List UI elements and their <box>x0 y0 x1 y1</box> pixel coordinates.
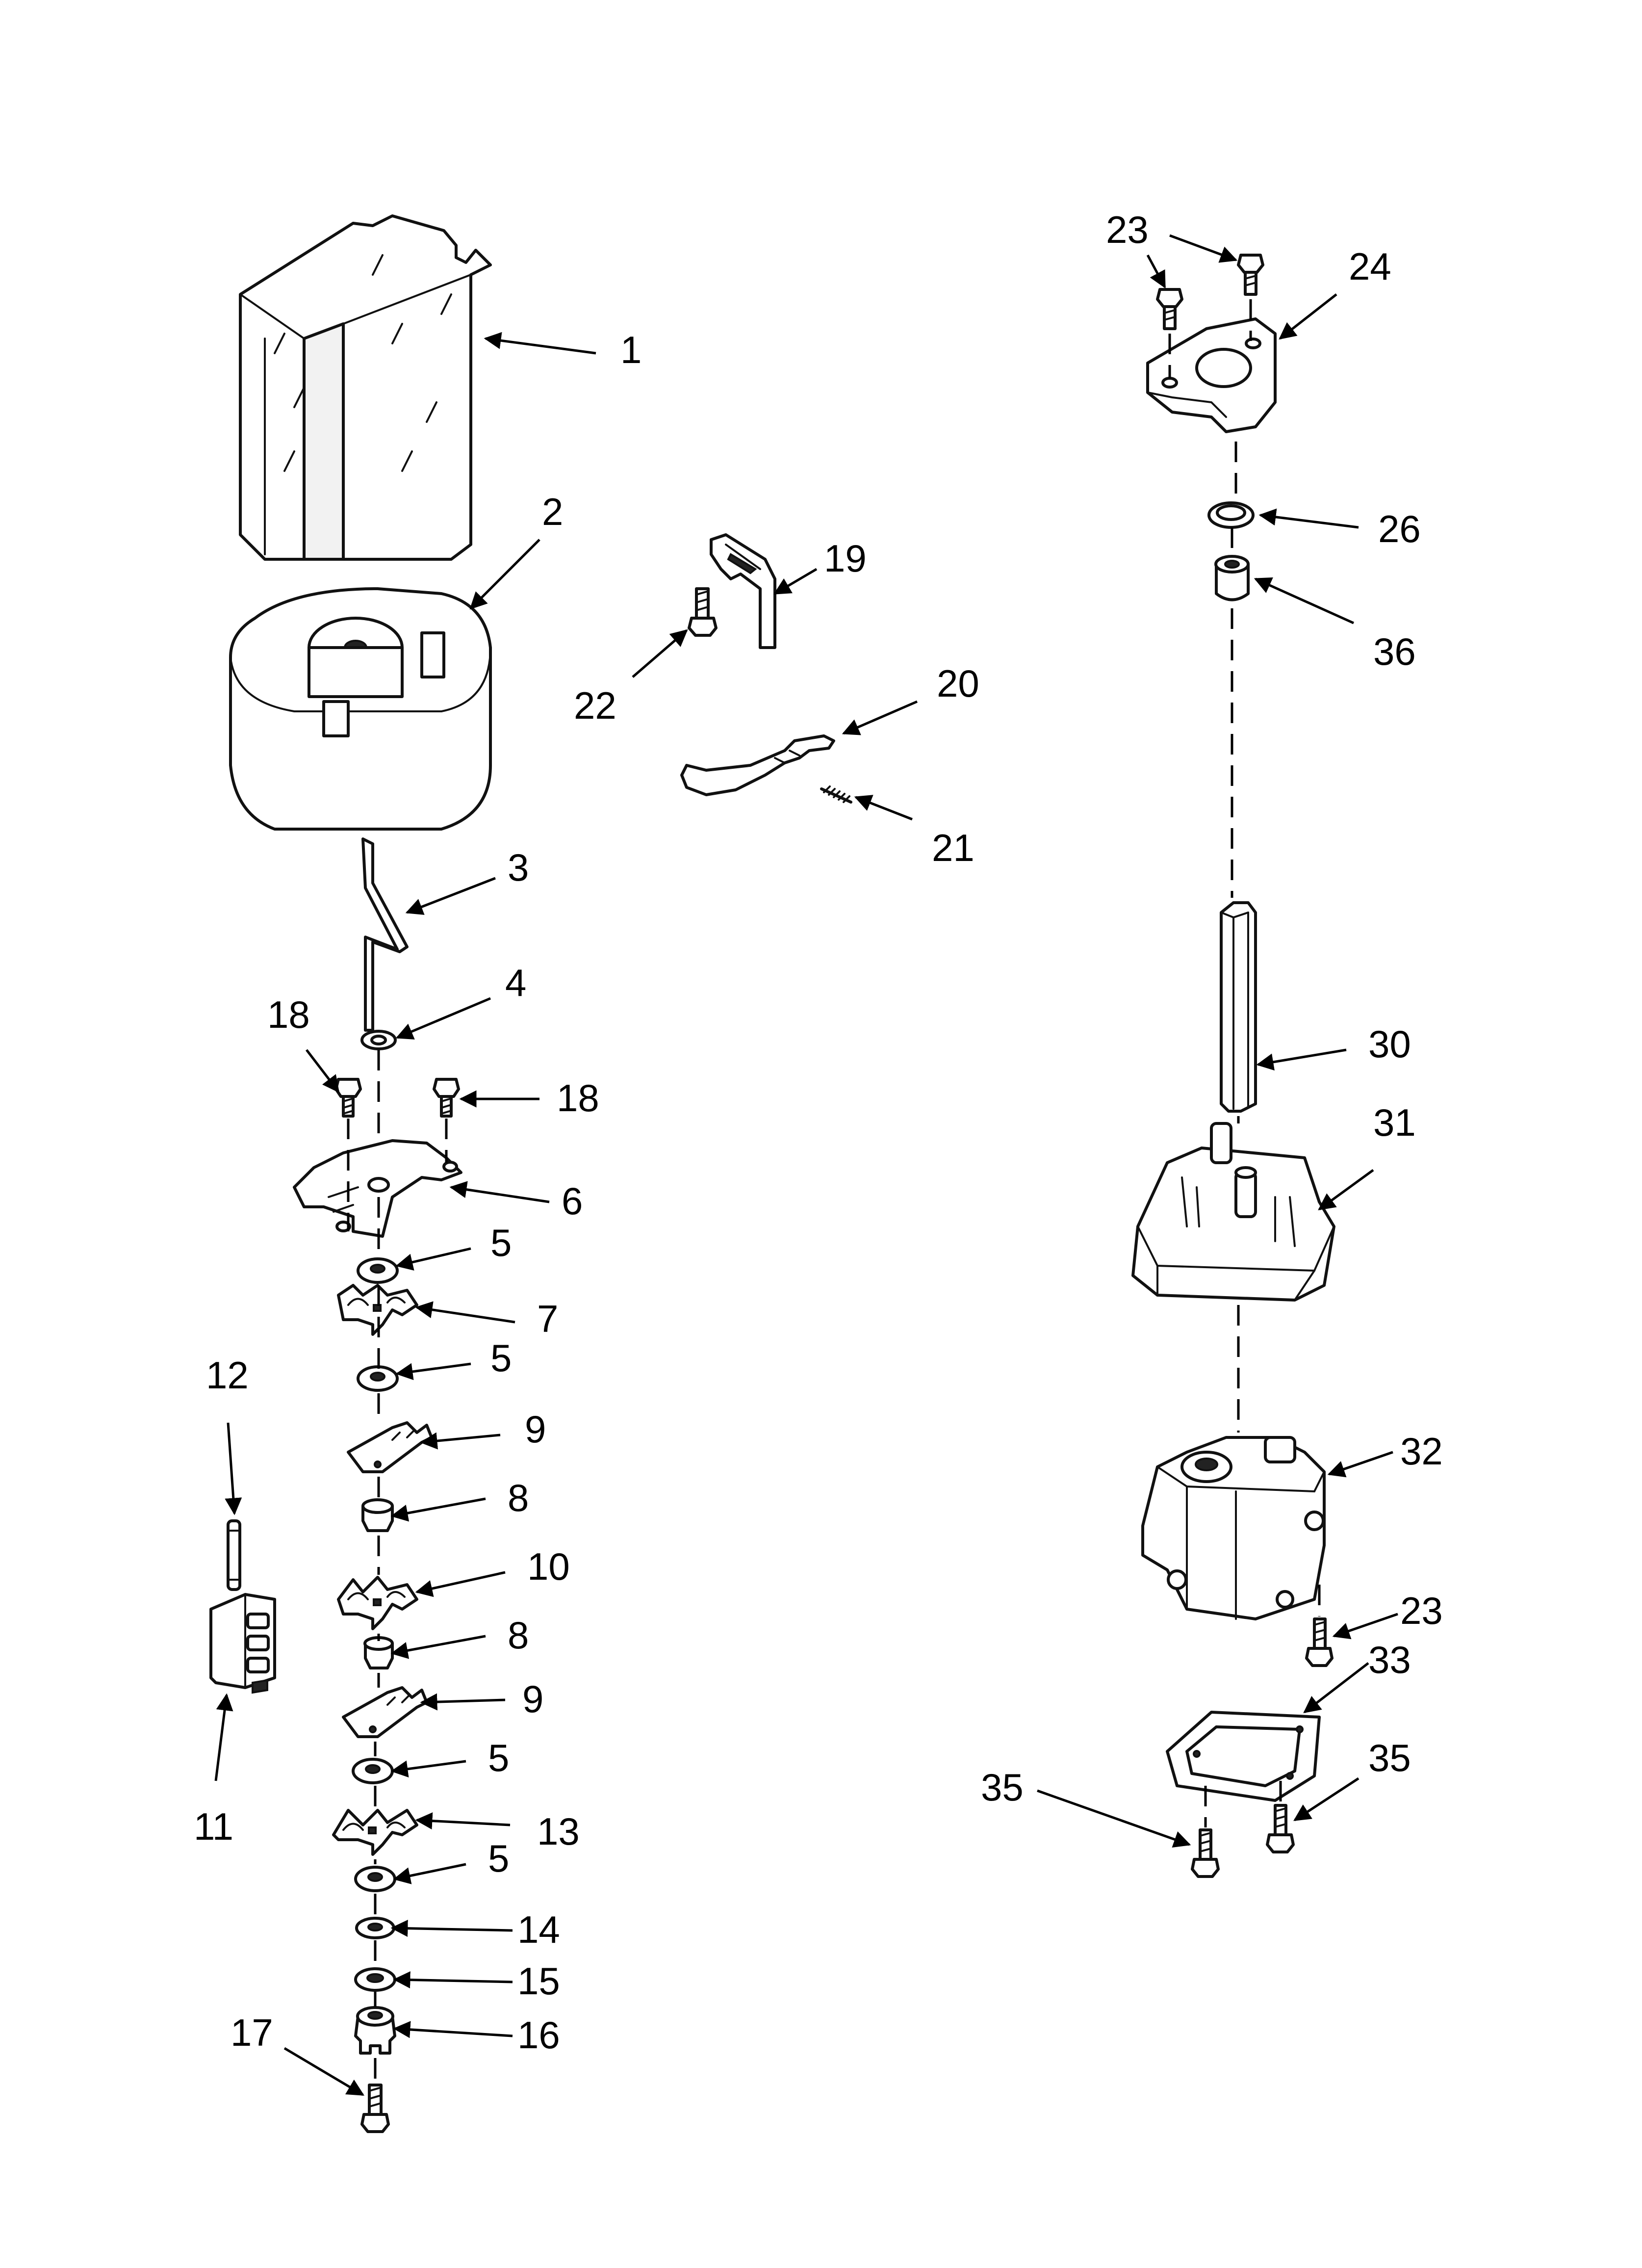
callout-1: 1 <box>620 328 641 371</box>
callout-17: 17 <box>231 2011 273 2054</box>
callout-31: 31 <box>1373 1101 1416 1144</box>
part-5-spacer-a <box>357 1257 399 1284</box>
callout-7: 7 <box>537 1297 558 1340</box>
part-1-bin-cover <box>239 214 492 561</box>
callout-8: 8 <box>508 1614 529 1657</box>
callout-35: 35 <box>1368 1736 1411 1779</box>
callout-10: 10 <box>527 1545 570 1588</box>
part-16-coupler <box>354 2006 396 2055</box>
part-33-gasket <box>1166 1711 1321 1802</box>
part-11-block <box>209 1593 276 1694</box>
callout-23: 23 <box>1400 1589 1443 1632</box>
part-4-washer <box>360 1030 397 1050</box>
callout-30: 30 <box>1368 1022 1411 1066</box>
part-35-screw-left <box>1191 1828 1220 1878</box>
callout-5: 5 <box>490 1336 512 1380</box>
part-19-clip <box>710 533 776 649</box>
part-6-bracket <box>293 1139 462 1238</box>
callout-14: 14 <box>517 1908 560 1951</box>
callout-16: 16 <box>517 2013 560 2057</box>
callout-36: 36 <box>1373 630 1416 673</box>
part-5-spacer-d <box>354 1866 396 1892</box>
callout-22: 22 <box>574 684 616 727</box>
part-30-hex-shaft <box>1220 901 1257 1113</box>
part-31-motor-cover <box>1131 1122 1335 1302</box>
callout-20: 20 <box>937 662 979 705</box>
callout-12: 12 <box>206 1354 249 1397</box>
part-22-screw <box>688 587 718 637</box>
callout-11: 11 <box>194 1805 233 1848</box>
callout-26: 26 <box>1378 507 1421 550</box>
part-14-washer <box>355 1917 395 1939</box>
part-5-spacer-b <box>357 1365 399 1392</box>
part-24-mounting-plate <box>1146 317 1277 433</box>
part-7-cam <box>337 1284 418 1336</box>
callout-13: 13 <box>537 1810 580 1853</box>
callout-18: 18 <box>267 993 310 1036</box>
part-9-blade-b <box>342 1686 428 1738</box>
part-18-screw-left <box>334 1078 362 1118</box>
callout-19: 19 <box>824 537 867 580</box>
callout-9: 9 <box>522 1677 543 1721</box>
part-32-motor <box>1141 1436 1326 1620</box>
part-15-washer <box>354 1967 396 1992</box>
part-20-lever <box>680 734 835 796</box>
part-23-screw-top-left <box>1156 288 1183 330</box>
callout-21: 21 <box>932 826 975 869</box>
callout-2: 2 <box>542 490 563 533</box>
callout-23: 23 <box>1106 208 1149 251</box>
leader-lines <box>214 234 1398 2096</box>
callout-15: 15 <box>517 1959 560 2003</box>
part-26-ring <box>1207 501 1255 529</box>
callout-32: 32 <box>1400 1430 1443 1473</box>
part-18-screw-right <box>433 1078 460 1118</box>
callout-5: 5 <box>488 1736 509 1779</box>
part-23-screw-bottom <box>1305 1617 1334 1667</box>
callout-9: 9 <box>525 1408 546 1451</box>
part-3-wire-shaft <box>361 837 409 1032</box>
part-35-screw-right <box>1266 1804 1295 1853</box>
callout-8: 8 <box>508 1476 529 1519</box>
part-12-pin <box>227 1519 241 1591</box>
part-23-screw-top-right <box>1237 254 1264 296</box>
part-8-bushing-a <box>361 1498 394 1532</box>
callout-18: 18 <box>557 1076 599 1120</box>
callout-3: 3 <box>508 846 529 889</box>
part-5-spacer-c <box>352 1758 394 1784</box>
callout-35: 35 <box>981 1766 1024 1809</box>
callout-5: 5 <box>488 1837 509 1880</box>
callout-labels: 1 2 3 4 18 18 6 5 7 5 9 8 10 8 9 5 13 5 … <box>194 208 1443 2057</box>
part-36-bushing <box>1214 555 1250 601</box>
callout-6: 6 <box>562 1179 583 1223</box>
part-13-cam <box>332 1809 418 1856</box>
part-8-bushing-b <box>363 1636 394 1669</box>
part-21-spring <box>820 785 852 804</box>
part-2-ice-bucket <box>229 587 492 831</box>
callout-4: 4 <box>505 961 526 1004</box>
callout-5: 5 <box>490 1221 512 1264</box>
part-10-cam <box>337 1576 418 1630</box>
part-17-screw <box>360 2084 390 2133</box>
callout-24: 24 <box>1349 245 1391 288</box>
part-9-blade-a <box>347 1421 433 1473</box>
callout-33: 33 <box>1368 1638 1411 1681</box>
